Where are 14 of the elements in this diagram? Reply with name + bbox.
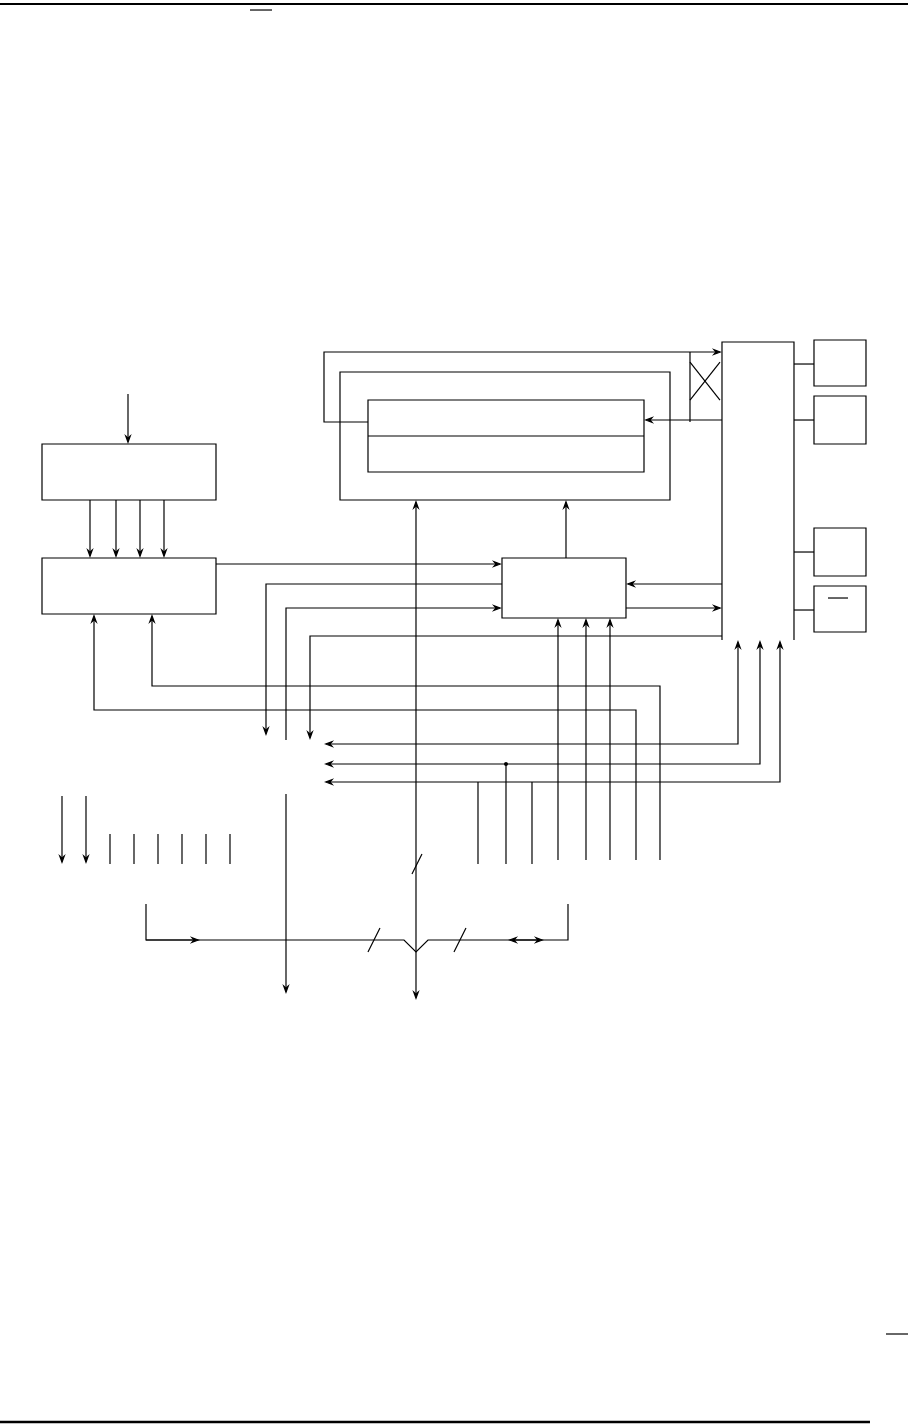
block-box	[813, 527, 867, 577]
block-box	[813, 585, 867, 633]
connector-line	[793, 609, 815, 611]
connector-line	[793, 419, 815, 421]
block-box	[367, 399, 645, 473]
block-box	[41, 443, 217, 501]
block-box	[501, 557, 627, 619]
block-box	[339, 371, 671, 501]
bus-bar	[721, 341, 795, 641]
connector-line	[793, 551, 815, 553]
connector-line	[793, 363, 815, 365]
block-box	[41, 557, 217, 615]
block-box	[813, 339, 867, 387]
block-box	[813, 395, 867, 445]
